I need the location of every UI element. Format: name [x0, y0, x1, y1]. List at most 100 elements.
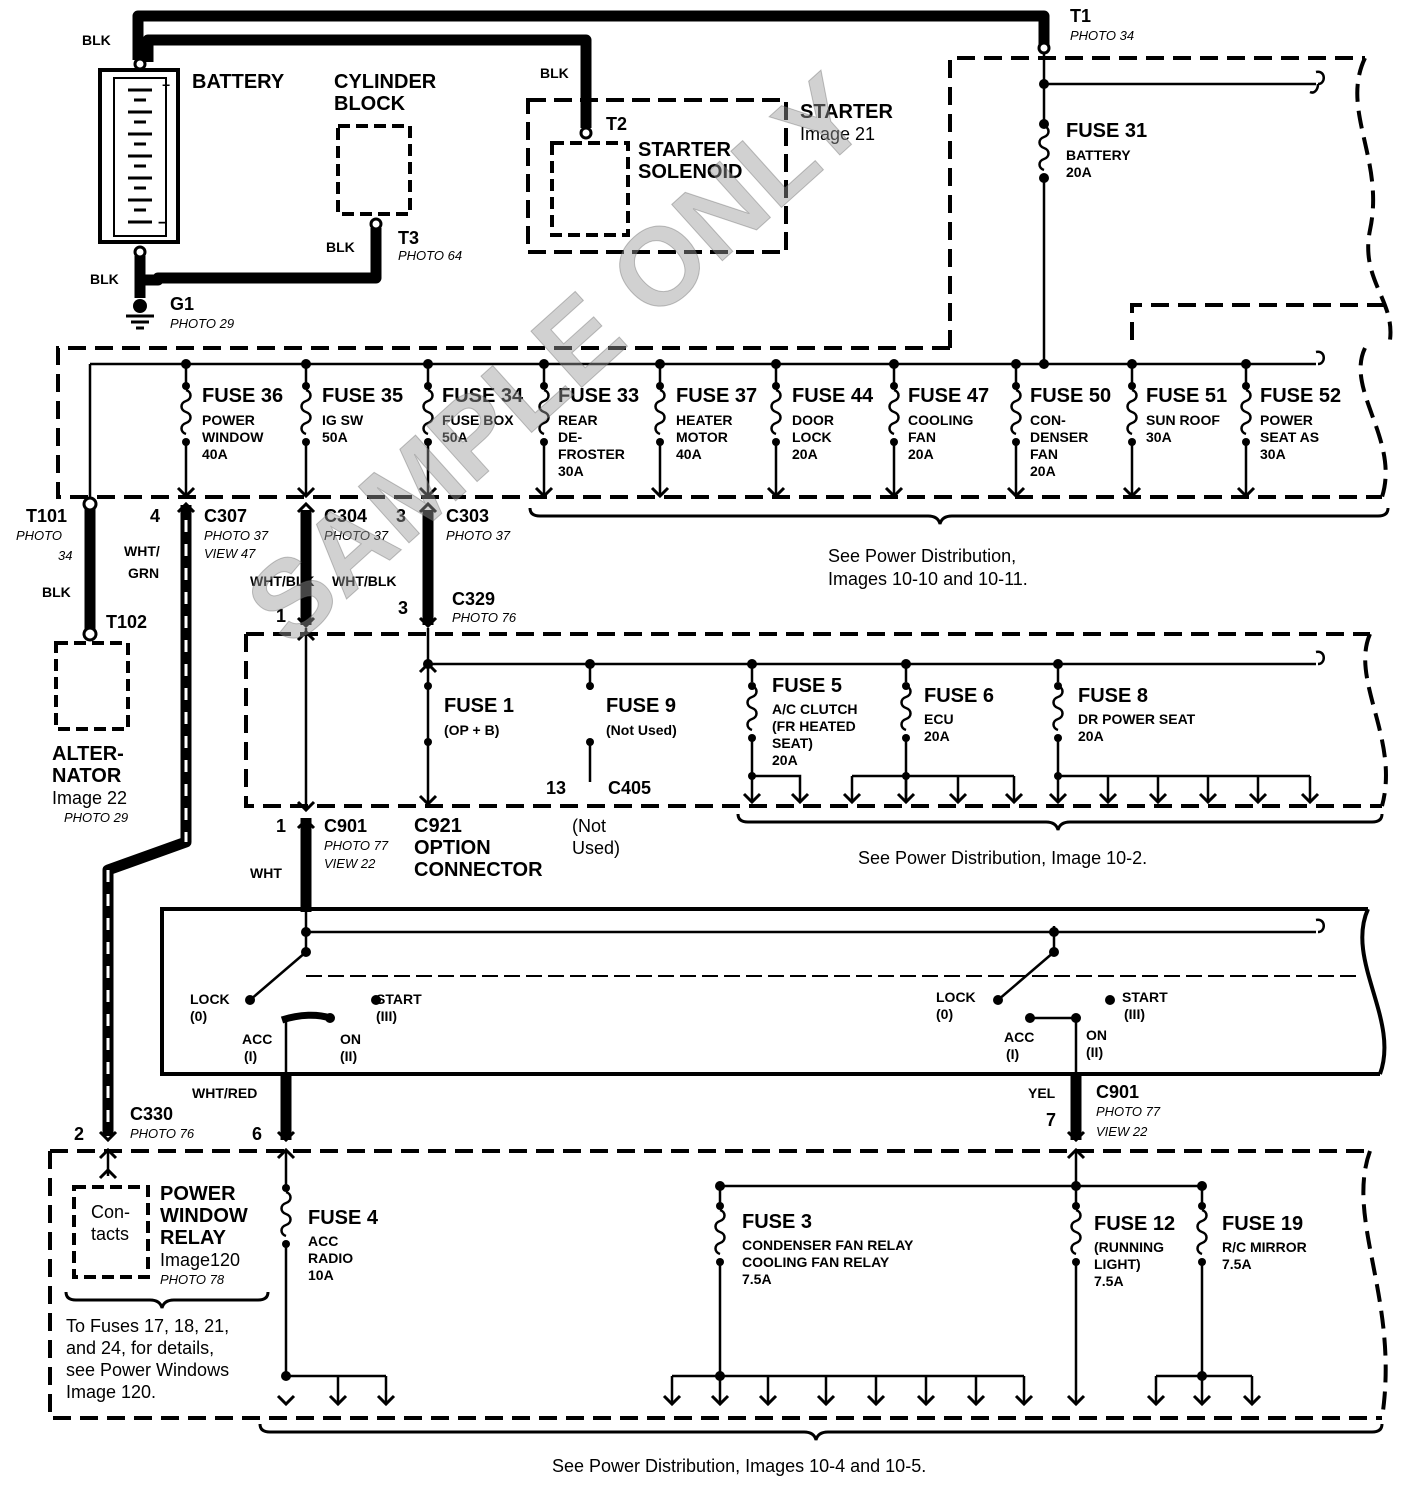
c921-1: C921 — [414, 815, 462, 837]
wht-grn-1: WHT/ — [124, 543, 160, 559]
fuse33-amp: 30A — [558, 463, 584, 479]
fuse47-name: FUSE 47 — [908, 385, 989, 407]
c304-label: C304 — [324, 506, 367, 526]
fuse33-name: FUSE 33 — [558, 385, 639, 407]
fuse34-name: FUSE 34 — [442, 385, 524, 407]
wire-color-blk-starter: BLK — [540, 65, 569, 81]
starter-image: Image 21 — [800, 124, 875, 144]
fuse19-amp: 7.5A — [1222, 1256, 1252, 1272]
relay-photo: PHOTO 78 — [160, 1272, 225, 1287]
fuse19-name: FUSE 19 — [1222, 1213, 1303, 1235]
fuse6-name: FUSE 6 — [924, 685, 994, 707]
c307-pin: 4 — [150, 506, 160, 526]
c901-label: C901 — [324, 816, 367, 836]
fuse6-desc: ECU — [924, 711, 954, 727]
ignition-switch-box — [160, 907, 1387, 1076]
c303-photo: PHOTO 37 — [446, 528, 511, 543]
c901-view: VIEW 22 — [324, 856, 376, 871]
alternator-l1: ALTER- — [52, 743, 124, 765]
c304-photo: PHOTO 37 — [324, 528, 389, 543]
ign-on-right: ON — [1086, 1027, 1107, 1043]
fuse5-desc2: (FR HEATED — [772, 718, 856, 734]
fuse5-desc3: SEAT) — [772, 735, 813, 751]
c901b-photo: PHOTO 77 — [1096, 1104, 1161, 1119]
fuse52-desc1: POWER — [1260, 412, 1313, 428]
c330-label: C330 — [130, 1104, 173, 1124]
fuse35-amp: 50A — [322, 429, 348, 445]
t101-photo: PHOTO — [16, 528, 62, 543]
c329-pin1: 1 — [276, 606, 286, 626]
ign-lock-right: LOCK — [936, 989, 976, 1005]
fuse50-name: FUSE 50 — [1030, 385, 1111, 407]
relay-image: Image120 — [160, 1250, 240, 1270]
c901b-pin: 7 — [1046, 1110, 1056, 1130]
ign-acc-left: ACC — [242, 1031, 272, 1047]
stripe-marks — [106, 520, 188, 1130]
fuse52-amp: 30A — [1260, 446, 1286, 462]
wire-color-blk-ground: BLK — [90, 271, 119, 287]
fuse6-amp: 20A — [924, 728, 950, 744]
t2-label: T2 — [606, 114, 627, 134]
cylinder-block-box — [336, 124, 412, 216]
fuse5-amp: 20A — [772, 752, 798, 768]
wire-color-wht: WHT — [250, 865, 282, 881]
ign-acc-right-n: (I) — [1006, 1046, 1019, 1062]
fuse4-name: FUSE 4 — [308, 1207, 379, 1229]
starter-solenoid-2: SOLENOID — [638, 161, 742, 183]
t101-num: 34 — [58, 548, 72, 563]
fuse44-desc1: DOOR — [792, 412, 834, 428]
fuse19-desc1: R/C MIRROR — [1222, 1239, 1307, 1255]
battery-label: BATTERY — [192, 71, 285, 93]
ign-lock-left: LOCK — [190, 991, 230, 1007]
fuse50-desc3: FAN — [1030, 446, 1058, 462]
connector-arrows — [98, 486, 1320, 1407]
fuse8-desc: DR POWER SEAT — [1078, 711, 1196, 727]
fuse37-amp: 40A — [676, 446, 702, 462]
fuse3-desc2: COOLING FAN RELAY — [742, 1254, 890, 1270]
alternator-photo: PHOTO 29 — [64, 810, 128, 825]
fuse1-desc: (OP + B) — [444, 722, 499, 738]
battery-plus: + — [162, 77, 170, 93]
relay-note-2: and 24, for details, — [66, 1338, 214, 1358]
battery-minus: − — [158, 215, 167, 232]
relay-label-3: RELAY — [160, 1227, 227, 1249]
fuse12-desc2: LIGHT) — [1094, 1256, 1141, 1272]
cylinder-block-label-1: CYLINDER — [334, 71, 437, 93]
fuse3-desc1: CONDENSER FAN RELAY — [742, 1237, 914, 1253]
ign-start-left-n: (III) — [376, 1008, 397, 1024]
ground-symbol — [126, 299, 154, 330]
underhood-fuse-box — [56, 56, 1393, 499]
ign-start-right: START — [1122, 989, 1168, 1005]
c329-photo: PHOTO 76 — [452, 610, 517, 625]
starter-solenoid-box — [550, 141, 630, 237]
note-pd-2: See Power Distribution, Image 10-2. — [858, 848, 1147, 868]
under-dash-fuse-box — [244, 632, 1388, 808]
c901-pin: 1 — [276, 816, 286, 836]
wire-color-blk-top: BLK — [82, 32, 111, 48]
ign-acc-right: ACC — [1004, 1029, 1034, 1045]
fuse37-desc2: MOTOR — [676, 429, 728, 445]
c921-2: OPTION — [414, 837, 491, 859]
c330-pin6: 6 — [252, 1124, 262, 1144]
alternator-image: Image 22 — [52, 788, 127, 808]
fuse1-name: FUSE 1 — [444, 695, 514, 717]
wht-blk-a: WHT/BLK — [250, 573, 315, 589]
fuse12-name: FUSE 12 — [1094, 1213, 1175, 1235]
c307-label: C307 — [204, 506, 247, 526]
t3-label: T3 — [398, 228, 419, 248]
fuse31-amp: 20A — [1066, 164, 1092, 180]
c405-label: C405 — [608, 778, 651, 798]
fuse12-desc1: (RUNNING — [1094, 1239, 1164, 1255]
g1-photo: PHOTO 29 — [170, 316, 234, 331]
fuse4-desc2: RADIO — [308, 1250, 353, 1266]
not-used-2: Used) — [572, 838, 620, 858]
fuse47-amp: 20A — [908, 446, 934, 462]
fuse35-desc1: IG SW — [322, 412, 364, 428]
fuse36-amp: 40A — [202, 446, 228, 462]
fuse33-desc3: FROSTER — [558, 446, 625, 462]
starter-box — [526, 98, 788, 254]
terminal-points — [82, 41, 1051, 642]
alternator-l2: NATOR — [52, 765, 122, 787]
fuse5-desc1: A/C CLUTCH — [772, 701, 858, 717]
relay-label-1: POWER — [160, 1183, 236, 1205]
